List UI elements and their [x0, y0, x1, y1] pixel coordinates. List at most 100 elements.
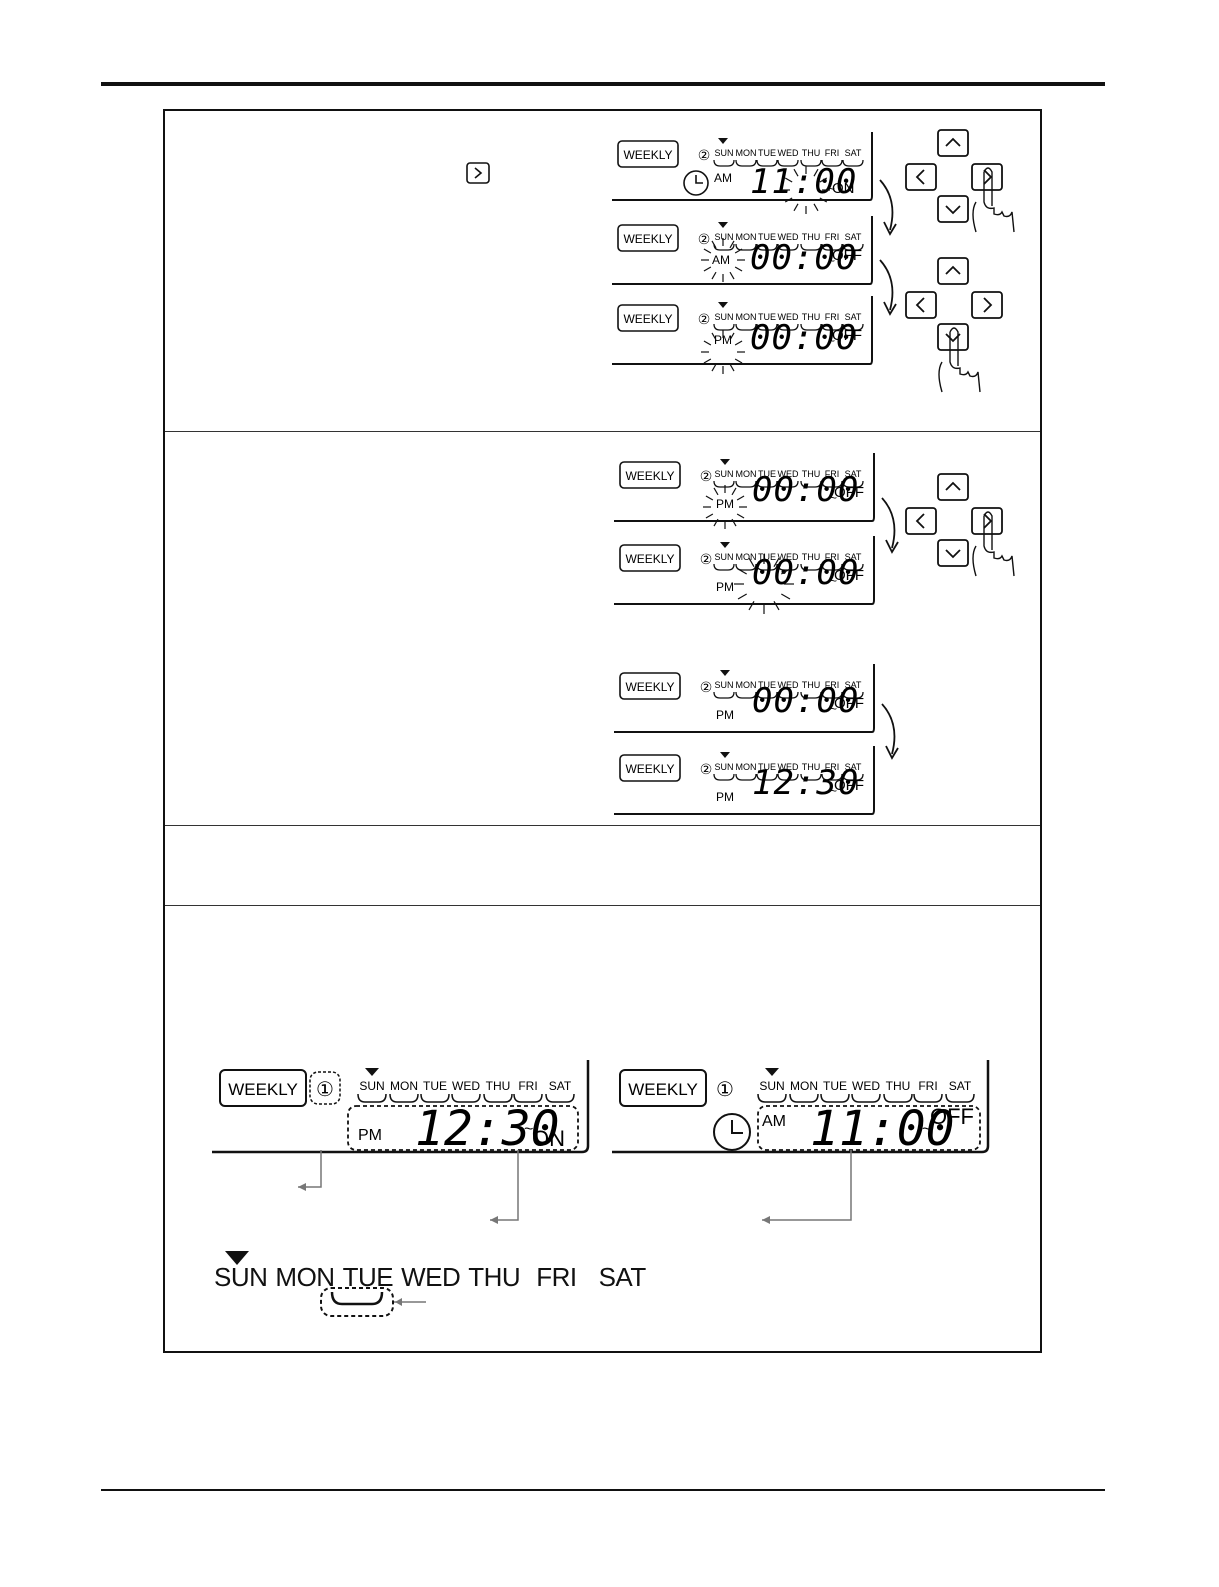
blink-ray	[736, 513, 745, 519]
day-label: FRI	[825, 232, 840, 242]
callout-arrowhead	[298, 1183, 306, 1191]
day-label: THU	[802, 680, 821, 690]
weekly-box	[619, 544, 681, 572]
ampm-indicator: AM	[714, 171, 732, 185]
day-label: SAT	[845, 232, 862, 242]
day-bracket	[821, 323, 843, 331]
day-bracket	[735, 159, 757, 167]
program-number: ②	[700, 469, 713, 485]
blink-ray	[737, 568, 747, 575]
state-indicator: ON	[532, 1126, 565, 1151]
state-indicator: OFF	[834, 695, 864, 712]
arrow-keypad	[905, 129, 1015, 233]
tilde: ~	[830, 491, 837, 505]
pressing-hand-icon	[938, 327, 981, 393]
time-digits: 00:00	[750, 238, 857, 278]
current-day-marker-icon	[718, 302, 728, 308]
day-bracket	[777, 323, 799, 331]
day-bracket	[945, 1093, 975, 1103]
weekly-box	[219, 1069, 307, 1107]
day-bracket	[842, 243, 864, 251]
day-label: TUE	[423, 1079, 447, 1093]
day-label: MON	[736, 552, 757, 562]
day-bracket	[713, 323, 735, 331]
blink-ray	[705, 513, 714, 519]
blink-ray	[729, 332, 735, 341]
weekly-label: WEEKLY	[625, 552, 674, 566]
day-label: SUN	[714, 552, 733, 562]
day-bracket	[842, 773, 864, 781]
ampm-indicator: PM	[716, 790, 734, 804]
day-label: FRI	[918, 1079, 937, 1093]
clock-hands	[731, 1120, 743, 1134]
blink-ray	[729, 240, 735, 249]
weekly-label: WEEKLY	[623, 232, 672, 246]
blink-ray	[748, 557, 755, 567]
day-bracket	[757, 1093, 787, 1103]
section-divider	[165, 431, 1040, 432]
day-bracket	[451, 1093, 481, 1103]
blink-rays-icon	[701, 238, 745, 282]
callout-arrowhead	[490, 1216, 498, 1224]
state-indicator: OFF	[834, 777, 864, 794]
weekly-label: WEEKLY	[625, 762, 674, 776]
day-label: WED	[778, 680, 799, 690]
blink-rays-icon	[782, 166, 830, 214]
day-bracket	[820, 1093, 850, 1103]
day-bracket	[756, 773, 778, 781]
blink-ray	[793, 203, 799, 212]
day-bracket	[842, 691, 864, 699]
time-digits: 00:00	[752, 681, 859, 721]
weekly-box	[619, 672, 681, 700]
day-label: FRI	[825, 680, 840, 690]
time-callout-box	[757, 1105, 981, 1151]
right-key	[971, 291, 1003, 319]
up-arrow-icon	[945, 265, 961, 275]
day-label: THU	[802, 232, 821, 242]
state-indicator: OFF	[834, 567, 864, 584]
day-label: SUN	[714, 469, 733, 479]
tilde: ~	[828, 254, 835, 268]
weekly-box	[617, 304, 679, 332]
day-label: MON	[736, 312, 757, 322]
day-bracket	[821, 159, 843, 167]
state-indicator: OFF	[832, 327, 862, 344]
day-label: THU	[886, 1079, 911, 1093]
blink-ray	[703, 248, 712, 254]
time-digits: 00:00	[750, 318, 857, 358]
state-indicator: OFF	[832, 247, 862, 264]
blink-ray	[703, 340, 712, 346]
day-label: FRI	[825, 762, 840, 772]
blink-ray	[731, 487, 737, 496]
weekly-box	[617, 224, 679, 252]
weekly-label: WEEKLY	[623, 148, 672, 162]
left-key	[905, 163, 937, 191]
clock-icon	[713, 1113, 751, 1151]
day-bracket	[851, 1093, 881, 1103]
left-arrow-icon	[915, 297, 925, 313]
time-digits: 12:30	[752, 763, 859, 803]
time-callout-box	[347, 1105, 579, 1151]
day-bracket	[883, 1093, 913, 1103]
day-sun: SUN	[214, 1262, 268, 1292]
day-bracket	[735, 773, 757, 781]
blink-ray	[819, 197, 828, 203]
day-bracket	[735, 323, 757, 331]
day-bracket	[756, 159, 778, 167]
down-arrow-icon	[945, 549, 961, 559]
time-digits: 12:30	[415, 1101, 560, 1157]
current-day-marker-icon	[720, 752, 730, 758]
weekly-box	[619, 754, 681, 782]
day-label: FRI	[825, 469, 840, 479]
current-day-marker-icon	[718, 138, 728, 144]
program-number: ②	[700, 680, 713, 696]
day-label: SAT	[845, 762, 862, 772]
up-arrow-icon	[945, 481, 961, 491]
ampm-indicator: PM	[714, 333, 732, 347]
ampm-indicator: AM	[712, 253, 730, 267]
up-key	[937, 257, 969, 285]
blink-rays-icon	[701, 330, 745, 374]
program-number: ①	[316, 1077, 334, 1101]
up-key	[937, 129, 969, 157]
